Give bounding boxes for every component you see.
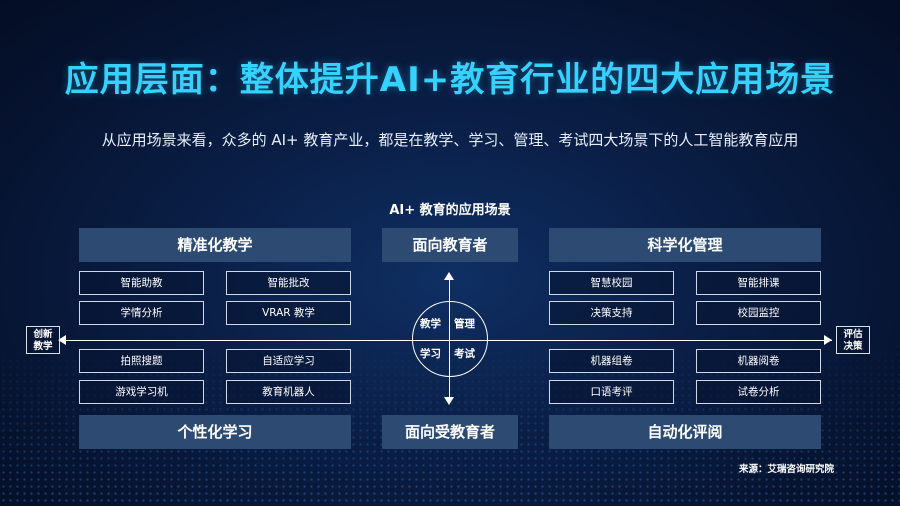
item-education-robot: 教育机器人 xyxy=(226,380,351,404)
item-adaptive-learning: 自适应学习 xyxy=(226,349,351,373)
left-axis-label-line2: 教学 xyxy=(33,341,53,352)
right-axis-label-line2: 决策 xyxy=(843,341,863,352)
header-personalized-learning: 个性化学习 xyxy=(79,415,351,449)
right-axis-label: 评估 决策 xyxy=(836,326,870,354)
arrow-right-icon xyxy=(824,335,832,345)
item-oral-assessment: 口语考评 xyxy=(549,380,674,404)
left-axis-label-line1: 创新 xyxy=(33,329,53,340)
diagram-title: AI+ 教育的应用场景 xyxy=(389,203,511,218)
arrow-left-icon xyxy=(58,335,66,345)
item-decision-support: 决策支持 xyxy=(549,301,674,325)
header-for-educators: 面向教育者 xyxy=(382,228,518,262)
source-note: 来源：艾瑞咨询研究院 xyxy=(738,464,834,475)
header-for-learners: 面向受教育者 xyxy=(382,415,518,449)
header-scientific-management: 科学化管理 xyxy=(549,228,821,262)
header-precision-teaching: 精准化教学 xyxy=(79,228,351,262)
item-vrar-teaching: VRAR 教学 xyxy=(226,301,351,325)
item-smart-grading: 智能批改 xyxy=(226,271,351,295)
right-axis-label-line1: 评估 xyxy=(843,329,863,340)
item-game-learning-device: 游戏学习机 xyxy=(79,380,204,404)
quadrant-teaching: 教学 xyxy=(420,318,441,330)
item-learning-analysis: 学情分析 xyxy=(79,301,204,325)
item-campus-monitoring: 校园监控 xyxy=(696,301,821,325)
item-machine-paper-assembly: 机器组卷 xyxy=(549,349,674,373)
item-machine-grading: 机器阅卷 xyxy=(696,349,821,373)
item-photo-search: 拍照搜题 xyxy=(79,349,204,373)
item-smart-campus: 智慧校园 xyxy=(549,271,674,295)
quadrant-exam: 考试 xyxy=(454,348,475,360)
item-paper-analysis: 试卷分析 xyxy=(696,380,821,404)
center-circle xyxy=(412,301,488,377)
page-title: 应用层面：整体提升AI+教育行业的四大应用场景 xyxy=(64,60,836,100)
header-automated-evaluation: 自动化评阅 xyxy=(549,415,821,449)
item-smart-assistant: 智能助教 xyxy=(79,271,204,295)
item-smart-scheduling: 智能排课 xyxy=(696,271,821,295)
left-axis-label: 创新 教学 xyxy=(26,326,60,354)
arrow-down-icon xyxy=(444,397,454,405)
page-subtitle: 从应用场景来看，众多的 AI+ 教育产业，都是在教学、学习、管理、考试四大场景下… xyxy=(101,131,799,149)
quadrant-management: 管理 xyxy=(454,318,475,330)
arrow-up-icon xyxy=(444,272,454,280)
quadrant-learning: 学习 xyxy=(420,348,441,360)
